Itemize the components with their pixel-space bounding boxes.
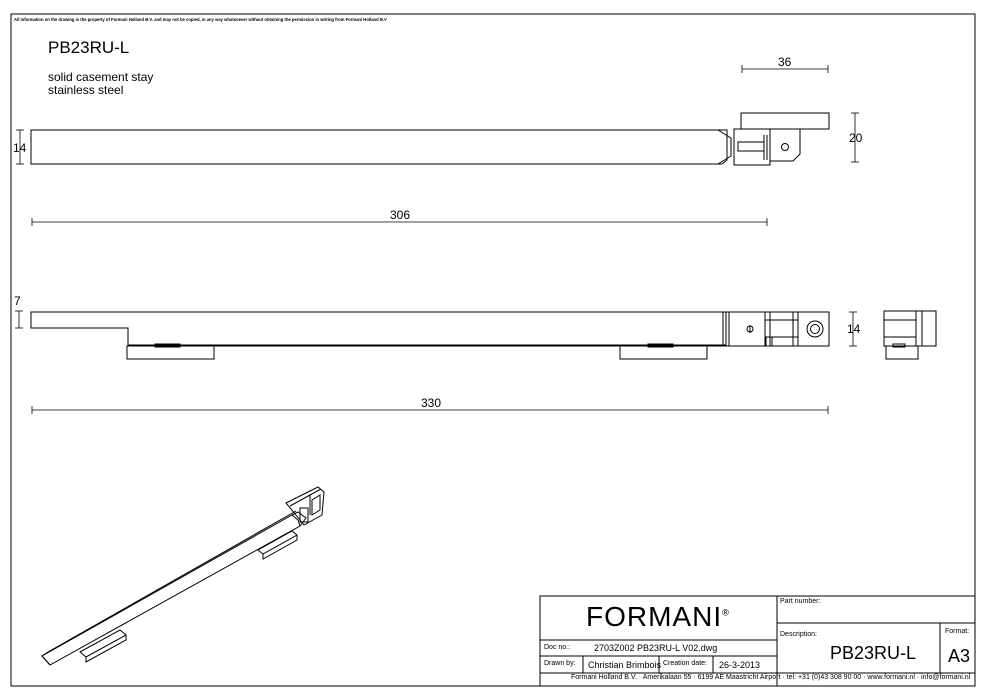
top-view (16, 65, 859, 226)
drawn-by-value: Christian Brimbois (588, 660, 662, 670)
doc-no-label: Doc no.: (544, 644, 571, 651)
dim-label-bar-height: 14 (13, 141, 27, 155)
creation-date-label: Creation date: (663, 660, 707, 667)
description-line-2: stainless steel (48, 83, 124, 97)
dim-label-bracket-height: 20 (849, 131, 863, 145)
front-view (15, 310, 857, 414)
brand-logo: FORMANI® (586, 601, 730, 633)
drawn-by-label: Drawn by: (544, 660, 576, 667)
dim-label-bracket-width: 36 (778, 55, 792, 69)
product-code-title: PB23RU-L (48, 38, 130, 57)
registered-mark: ® (722, 607, 730, 618)
side-view (883, 310, 937, 360)
brand-name: FORMANI (586, 601, 723, 632)
description-label: Description: (780, 631, 817, 638)
description-line-1: solid casement stay (48, 70, 154, 84)
creation-date-value: 26-3-2013 (719, 660, 761, 670)
product-description: solid casement stay stainless steel (48, 71, 153, 97)
description-value: PB23RU-L (830, 643, 917, 663)
dim-label-bar-length: 306 (390, 208, 411, 222)
title-block (539, 595, 976, 687)
copyright-notice: All information on the drawing is the pr… (14, 17, 387, 22)
drawing-frame (10, 13, 976, 687)
format-label: Format: (945, 628, 970, 635)
dim-label-total-length: 330 (421, 396, 442, 410)
isometric-view (41, 486, 325, 666)
company-address: Formani Holland B.V. · Amerikalaan 55 · … (571, 674, 971, 681)
part-number-label: Part number: (780, 598, 821, 605)
format-value: A3 (948, 646, 971, 666)
dim-label-side-height: 14 (847, 322, 861, 336)
doc-no-value: 2703Z002 PB23RU-L V02.dwg (594, 643, 718, 653)
dim-label-bar-thickness: 7 (14, 294, 21, 308)
